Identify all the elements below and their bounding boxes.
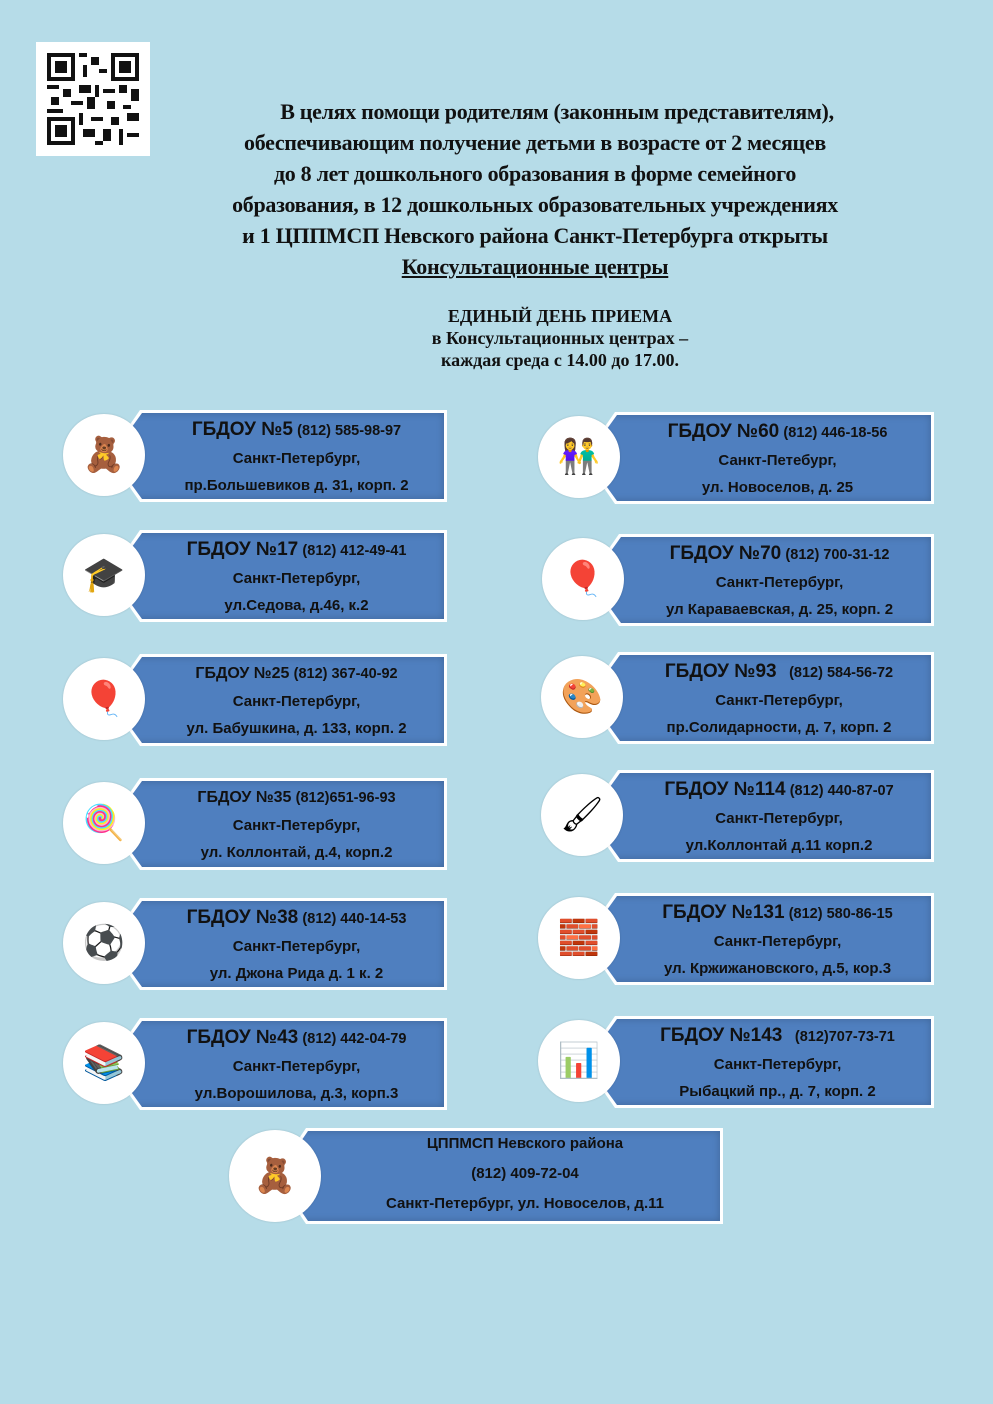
- center-address: ул Караваевская, д. 25, корп. 2: [665, 601, 894, 618]
- intro-line: обеспечивающим получение детьми в возрас…: [244, 130, 826, 155]
- qr-code-icon: [47, 53, 139, 145]
- center-name: ГБДОУ №43: [186, 1027, 299, 1048]
- center-phone[interactable]: (812) 584-56-72: [789, 665, 894, 681]
- qr-code[interactable]: [36, 42, 150, 156]
- kids-icon: 👫: [538, 416, 620, 498]
- center-phone[interactable]: (812) 409-72-04: [471, 1165, 579, 1182]
- center-address: Рыбацкий пр., д. 7, корп. 2: [679, 1083, 876, 1100]
- center-name: ГБДОУ №93: [664, 661, 777, 682]
- graduation-cap-icon: 🎓: [63, 534, 145, 616]
- reception-day: ЕДИНЫЙ ДЕНЬ ПРИЕМА в Консультационных це…: [360, 305, 760, 371]
- blocks-icon: 🧱: [538, 897, 620, 979]
- reception-day-title: ЕДИНЫЙ ДЕНЬ ПРИЕМА: [447, 306, 673, 326]
- center-phone[interactable]: (812)651-96-93: [295, 790, 396, 806]
- center-name: ГБДОУ №17: [186, 539, 299, 560]
- center-city: Санкт-Петербург,: [715, 692, 843, 709]
- intro-line: образования, в 12 дошкольных образовател…: [232, 192, 838, 217]
- center-phone[interactable]: (812) 440-14-53: [302, 911, 407, 927]
- center-phone[interactable]: (812) 367-40-92: [293, 666, 398, 682]
- center-city: Санкт-Петербург,: [713, 933, 842, 950]
- intro-line: и 1 ЦППМСП Невского района Санкт-Петербу…: [242, 223, 828, 248]
- toy-icon: 🧸: [229, 1130, 321, 1222]
- reception-day-line: каждая среда с 14.00 до 17.00.: [441, 350, 679, 370]
- center-city: Санкт-Петербург,: [232, 1058, 361, 1075]
- center-name: ГБДОУ №35: [197, 789, 292, 806]
- center-name: ГБДОУ №114: [664, 779, 786, 800]
- center-name: ГБДОУ №25: [195, 665, 290, 682]
- center-phone[interactable]: (812) 585-98-97: [297, 423, 402, 439]
- center-address: пр.Большевиков д. 31, корп. 2: [184, 477, 409, 494]
- center-address: Санкт-Петербург, ул. Новоселов, д.11: [386, 1195, 664, 1212]
- center-address: ул. Кржижановского, д.5, кор.3: [663, 960, 892, 977]
- intro-text: В целях помощи родителям (законным предс…: [120, 96, 950, 282]
- intro-line: В целях помощи родителям (законным предс…: [280, 99, 834, 124]
- center-city: Санкт-Петербург,: [232, 817, 361, 834]
- reception-day-line: в Консультационных центрах –: [431, 328, 689, 348]
- center-name: ГБДОУ №38: [186, 907, 299, 928]
- intro-line: до 8 лет дошкольного образования в форме…: [273, 161, 797, 186]
- center-address: ул.Коллонтай д.11 корп.2: [685, 837, 873, 854]
- center-city: Санкт-Петербург,: [232, 450, 361, 467]
- books-icon: 📚: [63, 1022, 145, 1104]
- center-phone[interactable]: (812) 442-04-79: [302, 1031, 407, 1047]
- intro-heading-underlined: Консультационные центры: [401, 254, 669, 279]
- center-address: пр.Солидарности, д. 7, корп. 2: [666, 719, 892, 736]
- center-phone[interactable]: (812) 580-86-15: [788, 906, 893, 922]
- center-city: Санкт-Петербург,: [232, 570, 361, 587]
- center-address: ул. Бабушкина, д. 133, корп. 2: [186, 720, 407, 737]
- center-address: ул. Джона Рида д. 1 к. 2: [209, 965, 384, 982]
- center-phone[interactable]: (812)707-73-71: [794, 1029, 895, 1045]
- center-phone[interactable]: (812) 412-49-41: [302, 543, 407, 559]
- card-banner: [111, 413, 444, 499]
- center-name: ГБДОУ №60: [667, 421, 780, 442]
- center-name: ГБДОУ №5: [191, 419, 293, 440]
- balloons-family-icon: 🎈: [542, 538, 624, 620]
- center-address: ул.Ворошилова, д.3, корп.3: [194, 1085, 399, 1102]
- center-phone[interactable]: (812) 700-31-12: [785, 547, 890, 563]
- lollipop-icon: 🍭: [63, 782, 145, 864]
- center-name: ГБДОУ №70: [669, 543, 782, 564]
- center-phone[interactable]: (812) 440-87-07: [789, 783, 894, 799]
- center-card-cppmsp: 🧸 ЦППМСП Невского района (812) 409-72-04…: [229, 1128, 723, 1224]
- center-name: ГБДОУ №131: [662, 902, 785, 923]
- balloons-icon: 🎈: [63, 658, 145, 740]
- pie-chart-icon: 📊: [538, 1020, 620, 1102]
- center-city: Санкт-Петербург,: [715, 810, 843, 827]
- toy-icon: 🧸: [63, 414, 145, 496]
- center-city: Санкт-Петербург,: [232, 693, 361, 710]
- ball-icon: ⚽: [63, 902, 145, 984]
- center-address: ул. Коллонтай, д.4, корп.2: [200, 844, 393, 861]
- artist-icon: 🖌: [541, 774, 623, 856]
- center-city: Санкт-Петербург,: [715, 574, 844, 591]
- center-name: ЦППМСП Невского района: [426, 1135, 624, 1152]
- center-city: Санкт-Петербург,: [232, 938, 361, 955]
- center-address: ул. Новоселов, д. 25: [701, 479, 854, 496]
- center-phone[interactable]: (812) 446-18-56: [783, 425, 888, 441]
- center-city: Санкт-Петебург,: [718, 452, 837, 469]
- center-city: Санкт-Петербург,: [713, 1056, 842, 1073]
- center-name: ГБДОУ №143: [660, 1025, 783, 1046]
- painting-icon: 🎨: [541, 656, 623, 738]
- center-address: ул.Седова, д.46, к.2: [224, 597, 369, 614]
